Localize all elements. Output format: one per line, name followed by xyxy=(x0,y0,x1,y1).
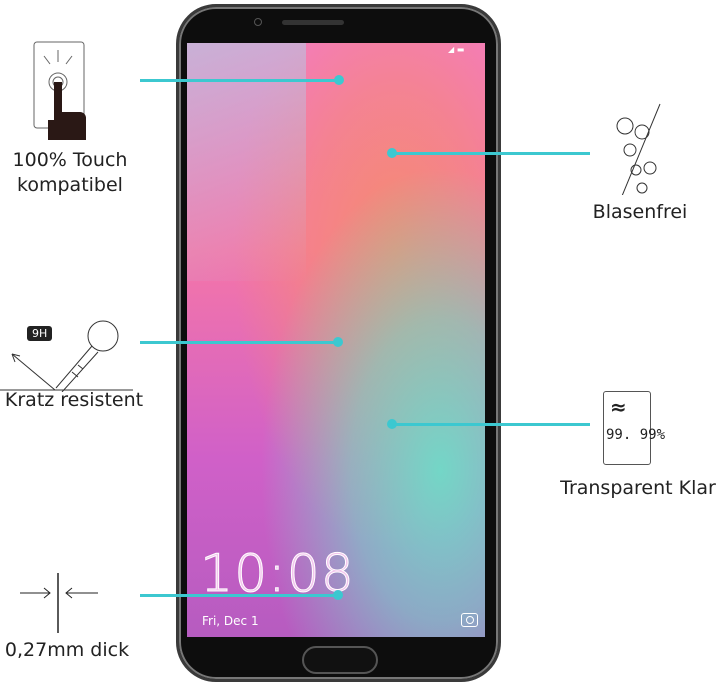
clarity-label: Transparent Klar xyxy=(560,477,716,499)
callout-line-bubble xyxy=(392,152,590,155)
callout-dot-clear xyxy=(387,419,397,429)
clarity-icon: ≈ xyxy=(603,391,651,465)
callout-line-touch xyxy=(140,79,340,82)
touch-finger-icon xyxy=(33,41,86,140)
camera-icon xyxy=(461,613,478,627)
key-scratch-icon xyxy=(0,320,133,392)
callout-dot-thickness xyxy=(333,590,343,600)
callout-line-scratch xyxy=(140,341,338,344)
scratch-label: Kratz resistent xyxy=(4,389,144,411)
callout-dot-scratch xyxy=(333,337,343,347)
lockscreen-date: Fri, Dec 1 xyxy=(202,614,259,628)
home-button xyxy=(302,646,378,674)
bubbles-crossed-icon xyxy=(616,103,661,195)
front-camera xyxy=(254,18,262,26)
callout-dot-bubble xyxy=(387,148,397,158)
thickness-arrows-icon xyxy=(20,573,98,633)
callout-line-thickness xyxy=(140,594,338,597)
bubble-label: Blasenfrei xyxy=(592,201,688,223)
hardness-badge: 9H xyxy=(27,326,53,341)
earpiece xyxy=(282,20,344,25)
status-bar-icons: ◢ ▬ xyxy=(448,45,465,54)
touch-label: 100% Touch kompatibel xyxy=(0,148,140,198)
thickness-label: 0,27mm dick xyxy=(4,639,130,661)
touch-label-line1: 100% Touch xyxy=(12,149,128,171)
callout-dot-touch xyxy=(334,75,344,85)
clarity-value: 99. 99% xyxy=(606,427,666,443)
approx-icon: ≈ xyxy=(610,395,627,419)
callout-line-clear xyxy=(392,423,590,426)
touch-label-line2: kompatibel xyxy=(17,174,123,196)
